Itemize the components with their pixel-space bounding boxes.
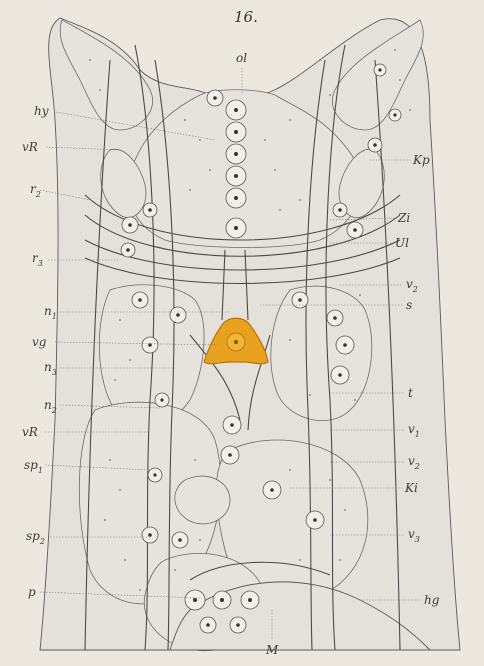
cell — [292, 292, 308, 308]
label-p: p — [28, 585, 36, 599]
label-hy: hy — [34, 104, 49, 118]
label-r3: r3 — [32, 251, 43, 268]
cell — [132, 292, 148, 308]
cell — [226, 166, 246, 186]
label-r2: r2 — [30, 182, 41, 199]
cell — [221, 446, 239, 464]
figure-number: 16. — [234, 8, 258, 26]
cell — [374, 64, 386, 76]
label-Zi: Zi — [397, 211, 410, 225]
cell — [143, 203, 157, 217]
label-Ki: Ki — [404, 481, 418, 495]
label-sp2: sp2 — [26, 529, 45, 546]
cell — [336, 336, 354, 354]
label-vR-bottom: vR — [22, 425, 38, 439]
cell — [226, 100, 246, 120]
cell — [368, 138, 382, 152]
label-s: s — [406, 298, 412, 312]
cell — [200, 617, 216, 633]
cell — [121, 243, 135, 257]
label-n1: n1 — [44, 304, 57, 321]
label-n3: n3 — [44, 360, 57, 377]
cell — [142, 527, 158, 543]
label-t: t — [408, 386, 413, 400]
cell — [172, 532, 188, 548]
cell — [306, 511, 324, 529]
label-M: M — [265, 643, 279, 657]
cell — [226, 144, 246, 164]
cell — [142, 337, 158, 353]
cell — [333, 203, 347, 217]
cell — [327, 310, 343, 326]
label-n2: n2 — [44, 398, 57, 415]
label-Kp: Kp — [412, 153, 430, 167]
cell — [241, 591, 259, 609]
label-ol: ol — [236, 51, 247, 65]
cell — [148, 468, 162, 482]
label-Ul: Ul — [395, 236, 409, 250]
label-hg: hg — [424, 593, 440, 607]
cell — [122, 217, 138, 233]
cell — [226, 218, 246, 238]
cell — [331, 366, 349, 384]
cell — [207, 90, 223, 106]
label-vg: vg — [32, 335, 47, 349]
cell — [223, 416, 241, 434]
cell — [226, 188, 246, 208]
cell — [263, 481, 281, 499]
cell — [226, 122, 246, 142]
label-sp1: sp1 — [24, 458, 43, 475]
cell — [170, 307, 186, 323]
cell — [230, 617, 246, 633]
cell — [155, 393, 169, 407]
label-vR-top: vR — [22, 140, 38, 154]
cell — [213, 591, 231, 609]
cell — [185, 590, 205, 610]
cell — [389, 109, 401, 121]
cell — [347, 222, 363, 238]
